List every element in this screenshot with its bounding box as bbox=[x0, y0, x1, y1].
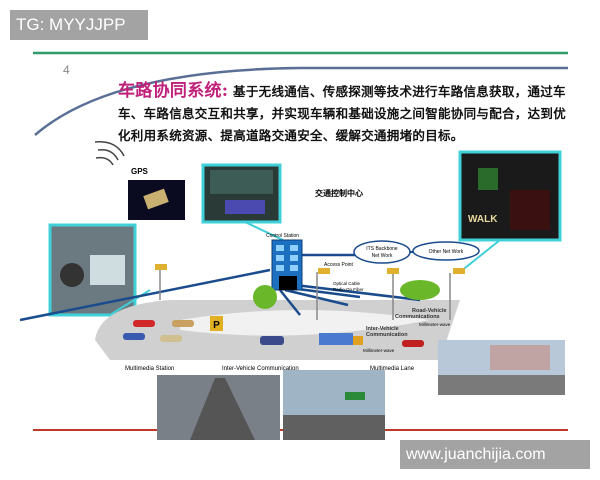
title-highlight: 车路协同系统: bbox=[118, 81, 229, 101]
title-body: 基于无线通信、传感探测等技术进行车路信息获取，通过车车、车路信息交互和共享，并实… bbox=[118, 84, 567, 143]
optical-cable-label-1: Optical Cable bbox=[333, 281, 361, 286]
watermark-bottom: www.juanchijia.com bbox=[400, 440, 590, 469]
tree-icon bbox=[253, 285, 277, 309]
label-multimedia-lane: Multimedia Lane bbox=[370, 366, 415, 372]
inter-vehicle-label-1: Inter-Vehicle bbox=[366, 326, 399, 332]
gps-label: GPS bbox=[131, 167, 149, 176]
page-number: 4 bbox=[63, 63, 70, 77]
signal-waves-icon bbox=[94, 141, 125, 166]
walk-sign-text: WALK bbox=[468, 214, 498, 225]
watermark-top: TG: MYYJJPP bbox=[10, 10, 148, 40]
car bbox=[133, 320, 155, 327]
parking-sign-text: P bbox=[213, 320, 220, 331]
millimeter-wave-label-1: Millimeter-wave bbox=[419, 322, 451, 327]
its-backbone-network bbox=[353, 240, 411, 264]
suv-vehicle bbox=[260, 336, 284, 345]
millimeter-wave-label-2: Millimeter-wave bbox=[363, 348, 395, 353]
label-inter-vehicle-communication: Inter-Vehicle Communication bbox=[222, 366, 299, 372]
control-station-label: Control Station bbox=[266, 233, 299, 239]
car bbox=[160, 335, 182, 342]
label-multimedia-station: Multimedia Station bbox=[125, 366, 174, 372]
its-backbone-label-2: Net Work bbox=[372, 253, 393, 259]
slide-title-paragraph: 车路协同系统: 基于无线通信、传感探测等技术进行车路信息获取，通过车车、车路信息… bbox=[118, 80, 573, 147]
car bbox=[123, 333, 145, 340]
red-car bbox=[402, 340, 424, 347]
tree-icon bbox=[400, 280, 440, 300]
access-point-label: Access Point bbox=[324, 262, 354, 268]
other-network-label: Other Net Work bbox=[429, 249, 464, 255]
road-vehicle-label-1: Road-Vehicle bbox=[412, 308, 447, 314]
car bbox=[172, 320, 194, 327]
other-network bbox=[412, 241, 480, 261]
parking-sign bbox=[210, 316, 223, 331]
its-backbone-label-1: ITS Backbone bbox=[366, 246, 398, 252]
road-vehicle-label-2: Communications bbox=[395, 314, 440, 320]
access-point-poles bbox=[159, 268, 451, 320]
control-center-label: 交通控制中心 bbox=[315, 188, 363, 198]
header-curve bbox=[34, 66, 568, 136]
network-cables bbox=[19, 253, 421, 322]
truck-vehicle bbox=[319, 333, 353, 345]
inter-vehicle-label-2: Communication bbox=[366, 332, 408, 338]
optical-cable-label-2: Radio On Fiber bbox=[333, 287, 364, 292]
